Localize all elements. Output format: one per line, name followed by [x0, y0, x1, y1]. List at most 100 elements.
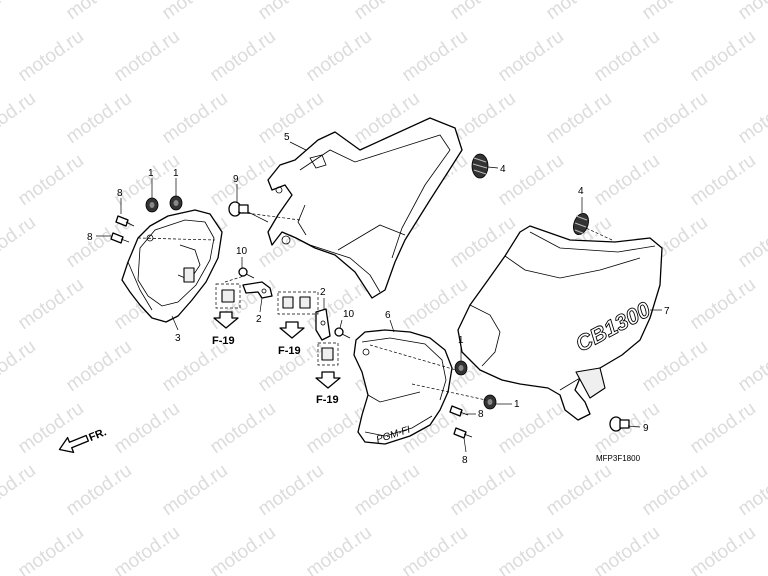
grommet-1b — [169, 195, 183, 211]
watermark-text-79: motod.ru — [206, 522, 279, 576]
watermark-text-60: motod.ru — [14, 398, 87, 458]
callout-9-a: 9 — [233, 174, 239, 185]
watermark-text-34: motod.ru — [0, 212, 40, 272]
callout-1-b: 1 — [173, 168, 179, 179]
watermark-text-45: motod.ru — [206, 274, 279, 334]
watermark-text-20: motod.ru — [254, 88, 327, 148]
clip-nut-box-1 — [215, 283, 241, 309]
clip-nut-box-3 — [317, 342, 339, 366]
ref-arrow-1: F-19 — [212, 311, 239, 347]
watermark-text-65: motod.ru — [494, 398, 567, 458]
watermark-text-12: motod.ru — [302, 26, 375, 86]
ref-arrow-2: F-19 — [278, 321, 305, 357]
watermark-text-81: motod.ru — [398, 522, 471, 576]
watermark-text-8: motod.ru — [734, 0, 768, 24]
watermark-text-25: motod.ru — [734, 88, 768, 148]
screw-10a — [238, 267, 255, 279]
watermark-text-5: motod.ru — [446, 0, 519, 24]
watermark-text-70: motod.ru — [158, 460, 231, 520]
watermark-text-51: motod.ru — [0, 336, 40, 396]
watermark-text-69: motod.ru — [62, 460, 135, 520]
grommet-1a — [145, 197, 159, 213]
callout-8-c: 8 — [478, 409, 484, 420]
grommet-1d — [483, 394, 497, 410]
watermark-text-9: motod.ru — [14, 26, 87, 86]
watermark-text-1: motod.ru — [62, 0, 135, 24]
ref-label-3: F-19 — [316, 394, 339, 406]
watermark-text-3: motod.ru — [254, 0, 327, 24]
callout-2-a: 2 — [256, 314, 262, 325]
callout-1-d: 1 — [514, 399, 520, 410]
watermark-text-68: motod.ru — [0, 460, 40, 520]
watermark-text-31: motod.ru — [494, 150, 567, 210]
bracket-2a — [242, 281, 273, 299]
watermark-text-15: motod.ru — [590, 26, 663, 86]
bolt-9b — [609, 416, 630, 432]
bolt-8c — [449, 405, 469, 417]
bolt-8d — [453, 427, 473, 439]
callout-6: 6 — [385, 310, 391, 321]
watermark-text-14: motod.ru — [494, 26, 567, 86]
watermark-text-10: motod.ru — [110, 26, 183, 86]
watermark-text-26: motod.ru — [14, 150, 87, 210]
left-inner-cover — [121, 209, 223, 323]
watermark-text-84: motod.ru — [686, 522, 759, 576]
clip-nut-box-2 — [277, 291, 319, 315]
watermark-text-82: motod.ru — [494, 522, 567, 576]
watermark-text-23: motod.ru — [542, 88, 615, 148]
watermark-text-33: motod.ru — [686, 150, 759, 210]
watermark-text-50: motod.ru — [686, 274, 759, 334]
watermark-text-6: motod.ru — [542, 0, 615, 24]
watermark-text-76: motod.ru — [734, 460, 768, 520]
watermark-text-59: motod.ru — [734, 336, 768, 396]
leader-lines — [96, 141, 662, 453]
diagram-code: MFP3F1800 — [596, 454, 641, 463]
watermark-text-80: motod.ru — [302, 522, 375, 576]
rubber-cushion-top — [471, 153, 489, 179]
watermark-text-77: motod.ru — [14, 522, 87, 576]
bracket-2b — [315, 308, 331, 341]
watermark-text-72: motod.ru — [350, 460, 423, 520]
watermark-text-11: motod.ru — [206, 26, 279, 86]
watermark-text-24: motod.ru — [638, 88, 711, 148]
callout-10-b: 10 — [343, 309, 355, 320]
watermark-text-67: motod.ru — [686, 398, 759, 458]
bolt-8b — [110, 232, 130, 244]
ref-arrow-3: F-19 — [315, 371, 341, 406]
ref-label-2: F-19 — [278, 345, 301, 357]
watermark-text-83: motod.ru — [590, 522, 663, 576]
watermark-text-71: motod.ru — [254, 460, 327, 520]
bolt-9a — [228, 201, 249, 217]
watermark-text-62: motod.ru — [206, 398, 279, 458]
callout-5: 5 — [284, 132, 290, 143]
watermark-text-18: motod.ru — [62, 88, 135, 148]
watermark-text-4: motod.ru — [350, 0, 423, 24]
callout-1-c: 1 — [458, 335, 464, 346]
left-side-cover — [267, 117, 463, 299]
callout-8-d: 8 — [462, 455, 468, 466]
watermark-text-32: motod.ru — [590, 150, 663, 210]
callout-7: 7 — [664, 306, 670, 317]
grommet-1c — [454, 360, 468, 376]
screw-10b — [334, 327, 351, 339]
right-side-cover: CB1300 — [457, 225, 663, 421]
watermark-text-17: motod.ru — [0, 88, 40, 148]
watermark-text-73: motod.ru — [446, 460, 519, 520]
watermark-text-43: motod.ru — [14, 274, 87, 334]
watermark-text-2: motod.ru — [158, 0, 231, 24]
callout-4-a: 4 — [500, 164, 506, 175]
callout-2-b: 2 — [320, 287, 326, 298]
watermark-text-0: motod.ru — [0, 0, 40, 24]
watermark-text-16: motod.ru — [686, 26, 759, 86]
callout-10-a: 10 — [236, 246, 248, 257]
callout-4-b: 4 — [578, 186, 584, 197]
watermark-text-75: motod.ru — [638, 460, 711, 520]
watermark-text-13: motod.ru — [398, 26, 471, 86]
callout-3: 3 — [175, 333, 181, 344]
callout-8-b: 8 — [87, 232, 93, 243]
watermark-text-61: motod.ru — [110, 398, 183, 458]
watermark-text-52: motod.ru — [62, 336, 135, 396]
ref-label-1: F-19 — [212, 335, 235, 347]
